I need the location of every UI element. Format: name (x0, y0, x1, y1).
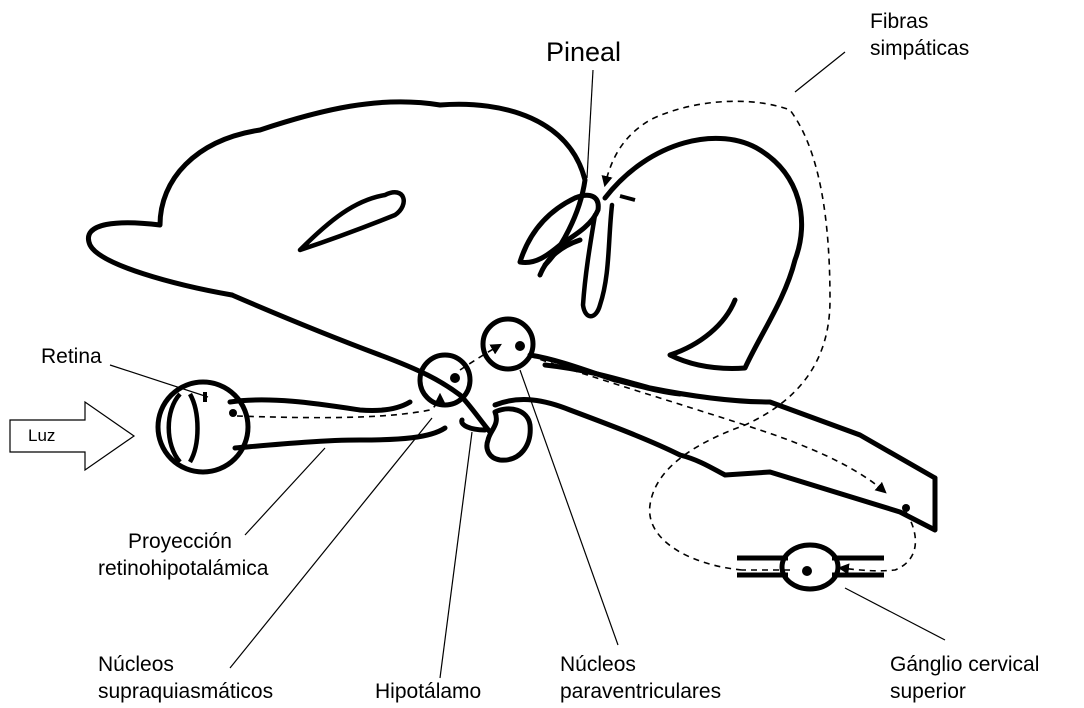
hypothalamus-label: Hipotálamo (375, 680, 481, 704)
spinal-cord-lower-edge (462, 400, 935, 530)
suprachiasmatic-label-line2: supraquiasmáticos (98, 680, 273, 704)
paraventricular-label-line2: paraventriculares (560, 680, 721, 704)
sympathetic-fibers-label-line1: Fibras (870, 10, 928, 34)
spinal-cord-cell (902, 504, 910, 512)
cerebellum-tick (620, 196, 635, 200)
cervical-ganglion-label-line1: Gánglio cervical (890, 653, 1039, 677)
light-label: Luz (28, 426, 55, 446)
suprachiasmatic-nucleus (420, 355, 470, 405)
optic-nerve-lower (235, 428, 445, 448)
suprachiasmatic-label-line1: Núcleos (98, 653, 174, 677)
lateral-ventricle (300, 192, 404, 250)
sympathetic-fibers-label-line2: simpáticas (870, 37, 969, 61)
brainstem-join (530, 355, 680, 394)
retinohypothalamic-label-line2: retinohipotalámica (98, 557, 268, 581)
neural-pathway (237, 101, 915, 571)
paraventricular-label-line1: Núcleos (560, 653, 636, 677)
optic-nerve-upper (230, 400, 410, 411)
superior-cervical-ganglion (737, 545, 884, 589)
brain-outline (88, 102, 585, 295)
retinohypothalamic-label-line1: Proyección (128, 530, 232, 554)
hypothalamus-bulge (487, 409, 530, 460)
cerebellum-outline (605, 138, 802, 368)
retina-label: Retina (41, 345, 102, 369)
cervical-ganglion-label-line2: superior (890, 680, 966, 704)
leader-lines (110, 52, 945, 678)
pineal-label: Pineal (546, 37, 621, 67)
paraventricular-nucleus (483, 319, 533, 369)
